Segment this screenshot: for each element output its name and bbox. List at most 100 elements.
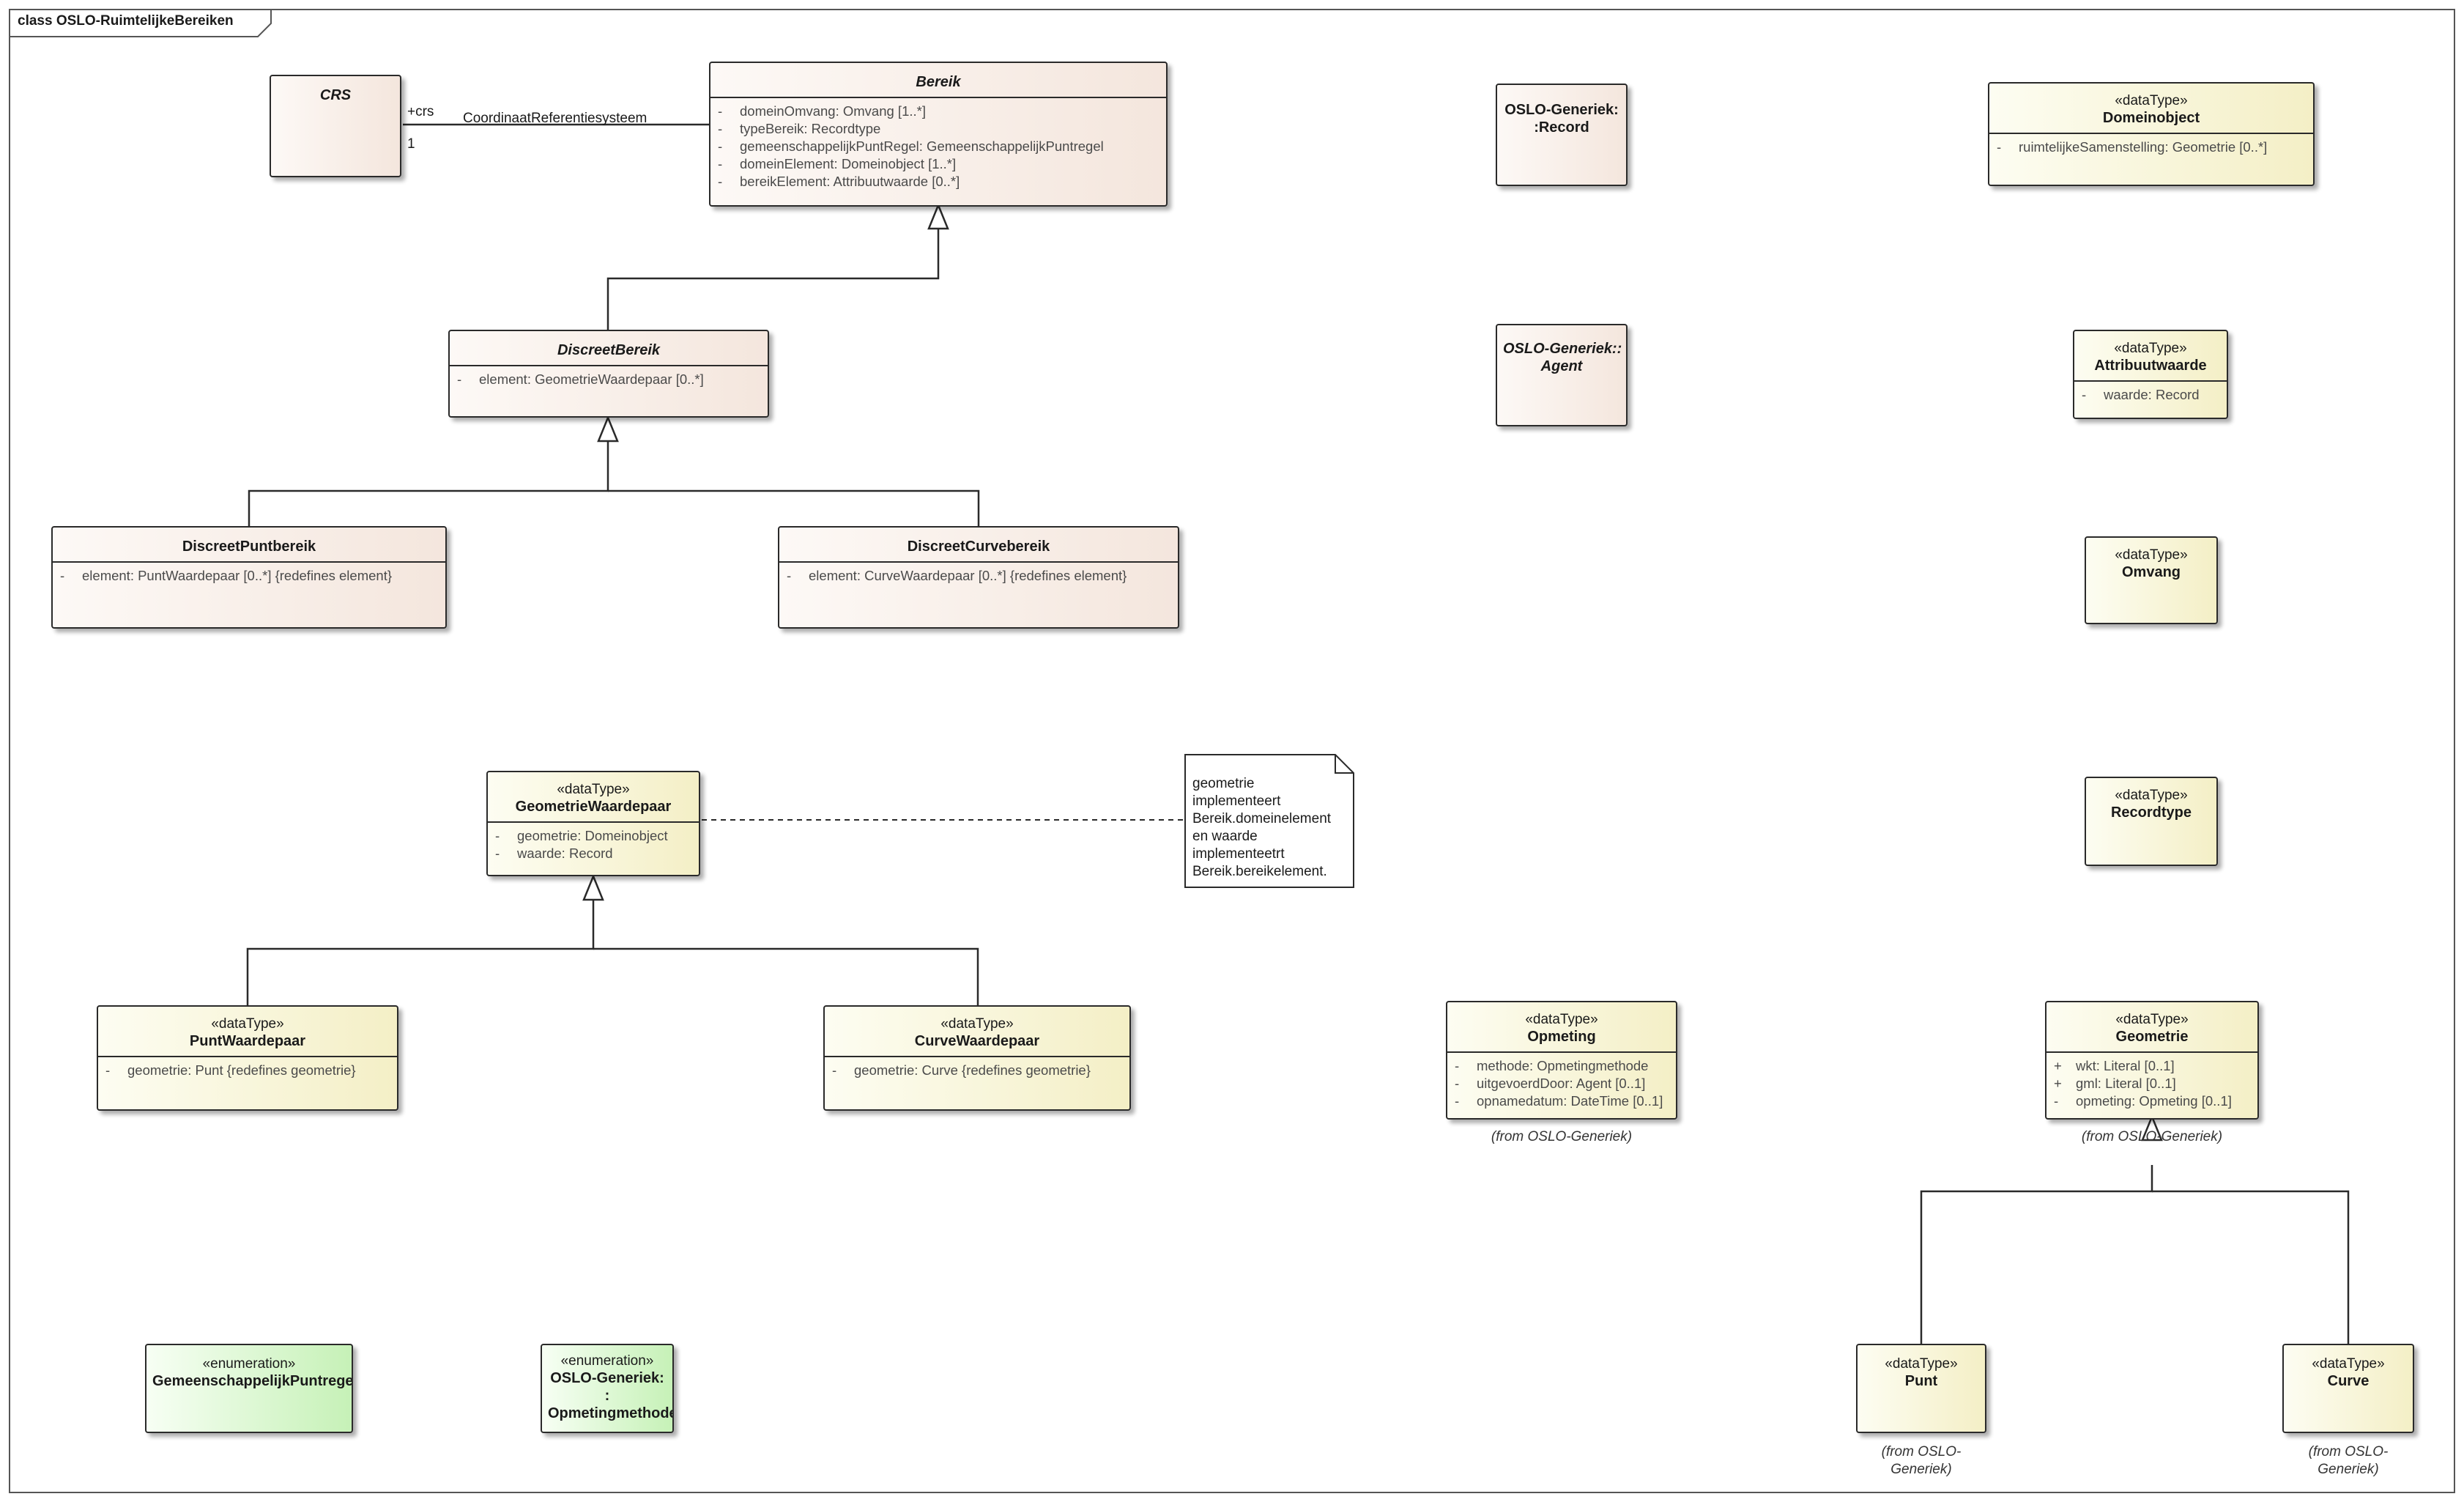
visibility-marker: -: [718, 174, 723, 189]
attribute-row: -domeinOmvang: Omvang [1..*]: [718, 103, 1159, 120]
datatype-punt-waardepaar[interactable]: «dataType» PuntWaardepaar -geometrie: Pu…: [97, 1005, 398, 1111]
stereotype-label: «dataType»: [1885, 1356, 1958, 1372]
class-name-line: :Record: [1534, 119, 1589, 136]
datatype-punt[interactable]: «dataType» Punt: [1856, 1344, 1986, 1433]
generalization-punt: [1920, 1165, 2153, 1344]
generalization-arrowhead-discreetbereik: [597, 415, 619, 443]
datatype-attribuutwaarde[interactable]: «dataType» Attribuutwaarde -waarde: Reco…: [2073, 330, 2228, 419]
attribute-row: -waarde: Record: [495, 845, 691, 862]
generalization-discreetbereik-bereik: [606, 227, 940, 330]
class-discreet-bereik[interactable]: DiscreetBereik - element: GeometrieWaarde…: [448, 330, 769, 418]
attribute-text: bereikElement: Attribuutwaarde [0..*]: [740, 174, 960, 189]
attribute-row: -element: CurveWaardepaar [0..*] {redefi…: [787, 567, 1170, 585]
attribute-text: gml: Literal [0..1]: [2076, 1076, 2176, 1091]
visibility-marker: -: [1997, 139, 2002, 155]
class-name: Curve: [2327, 1373, 2370, 1389]
class-record[interactable]: OSLO-Generiek: :Record: [1496, 84, 1628, 186]
attribute-text: domeinElement: Domeinobject [1..*]: [740, 156, 957, 171]
attribute-row: - methode: Opmetingmethode: [1455, 1057, 1669, 1075]
datatype-opmeting[interactable]: «dataType» Opmeting - methode: Opmetingme…: [1446, 1001, 1677, 1120]
visibility-marker: -: [718, 138, 723, 154]
class-name: Opmeting: [1527, 1029, 1596, 1045]
visibility-marker: +: [2054, 1058, 2062, 1073]
stereotype-label: «dataType»: [2115, 1012, 2189, 1027]
datatype-recordtype[interactable]: «dataType» Recordtype: [2085, 777, 2218, 866]
attribute-row: - ruimtelijkeSamenstelling: Geometrie [0.…: [1997, 138, 2306, 156]
class-crs[interactable]: CRS: [270, 75, 401, 177]
from-package-line: (from OSLO-: [2308, 1444, 2389, 1460]
attribute-row: -waarde: Record: [2082, 386, 2219, 404]
datatype-geometrie[interactable]: «dataType» Geometrie + wkt: Literal [0..1…: [2045, 1001, 2259, 1120]
class-name: Bereik: [916, 74, 961, 90]
class-name: Punt: [1904, 1373, 1938, 1389]
class-name-line: Opmetingmethode: [548, 1405, 674, 1421]
datatype-curve[interactable]: «dataType» Curve: [2282, 1344, 2414, 1433]
attribute-text: typeBereik: Recordtype: [740, 121, 881, 136]
diagram-title: class OSLO-RuimtelijkeBereiken: [18, 13, 234, 29]
class-name: PuntWaardepaar: [189, 1033, 306, 1049]
attribute-text: ruimtelijkeSamenstelling: Geometrie [0..…: [2019, 139, 2268, 155]
attribute-text: waarde: Record: [2104, 387, 2200, 402]
class-discreet-puntbereik[interactable]: DiscreetPuntbereik -element: PuntWaardep…: [51, 526, 447, 629]
visibility-marker: -: [105, 1062, 111, 1078]
enumeration-opmetingmethode[interactable]: «enumeration» OSLO-Generiek: : Opmetingm…: [541, 1344, 674, 1433]
from-package-label: (from OSLO-Generiek): [1491, 1129, 1633, 1144]
stereotype-label: «dataType»: [1525, 1012, 1598, 1027]
attribute-text: opmeting: Opmeting [0..1]: [2076, 1093, 2232, 1109]
class-name-line: Agent: [1540, 358, 1583, 374]
generalization-discreetcurvebereik: [608, 489, 980, 526]
generalization-curvewaardepaar: [593, 947, 979, 1005]
attribute-text: element: PuntWaardepaar [0..*] {redefine…: [82, 568, 393, 583]
attribute-row: - typeBereik: Recordtype: [718, 120, 1159, 138]
visibility-marker: -: [718, 156, 723, 171]
stereotype-label: «enumeration»: [202, 1356, 296, 1372]
attribute-text: element: GeometrieWaardepaar [0..*]: [479, 371, 704, 387]
attribute-row: - domeinElement: Domeinobject [1..*]: [718, 155, 1159, 173]
visibility-marker: -: [787, 568, 792, 583]
stereotype-label: «dataType»: [2312, 1356, 2385, 1372]
class-discreet-curvebereik[interactable]: DiscreetCurvebereik -element: CurveWaard…: [778, 526, 1179, 629]
attribute-text: methode: Opmetingmethode: [1477, 1058, 1649, 1073]
attribute-row: - gemeenschappelijkPuntRegel: Gemeenschap…: [718, 138, 1159, 155]
attribute-row: -opmeting: Opmeting [0..1]: [2054, 1092, 2250, 1110]
attribute-text: geometrie: Domeinobject: [517, 828, 668, 843]
visibility-marker: -: [1455, 1058, 1460, 1073]
visibility-marker: -: [495, 828, 500, 843]
stereotype-label: «dataType»: [2115, 547, 2188, 563]
class-name-line: OSLO-Generiek:: [550, 1370, 664, 1386]
generalization-puntwaardepaar: [246, 895, 595, 1005]
association-role-label: +crs: [407, 104, 434, 119]
datatype-domeinobject[interactable]: «dataType» Domeinobject -ruimtelijkeSame…: [1988, 82, 2315, 186]
stereotype-label: «enumeration»: [560, 1353, 654, 1369]
class-name: Recordtype: [2110, 804, 2192, 821]
visibility-marker: -: [457, 371, 462, 387]
class-name: DiscreetPuntbereik: [182, 539, 316, 555]
attribute-text: domeinOmvang: Omvang [1..*]: [740, 103, 926, 119]
stereotype-label: «dataType»: [2115, 788, 2188, 803]
class-name: DiscreetBereik: [557, 342, 661, 358]
from-package-line: (from OSLO-: [1881, 1444, 1962, 1460]
stereotype-label: «dataType»: [211, 1016, 284, 1032]
generalization-curve: [2152, 1190, 2350, 1344]
datatype-geometrie-waardepaar[interactable]: «dataType» GeometrieWaardepaar -geometri…: [486, 771, 700, 876]
visibility-marker: -: [718, 121, 723, 136]
association-name-label: CoordinaatReferentiesysteem: [463, 111, 647, 126]
attribute-text: geometrie: Punt {redefines geometrie}: [127, 1062, 356, 1078]
attribute-text: waarde: Record: [517, 846, 613, 861]
attribute-text: gemeenschappelijkPuntRegel: Gemeenschapp…: [740, 138, 1104, 154]
class-bereik[interactable]: Bereik -domeinOmvang: Omvang [1..*] -typ…: [709, 62, 1168, 207]
stereotype-label: «dataType»: [557, 782, 630, 797]
datatype-curve-waardepaar[interactable]: «dataType» CurveWaardepaar -geometrie: C…: [823, 1005, 1131, 1111]
stereotype-label: «dataType»: [2114, 341, 2187, 356]
attribute-row: +gml: Literal [0..1]: [2054, 1075, 2250, 1092]
class-name-line: :: [604, 1388, 610, 1404]
datatype-omvang[interactable]: «dataType» Omvang: [2085, 536, 2218, 624]
class-name: GemeenschappelijkPuntregel: [152, 1373, 353, 1389]
class-agent[interactable]: OSLO-Generiek:: Agent: [1496, 324, 1628, 426]
diagram-frame: [9, 9, 2455, 1493]
attribute-text: wkt: Literal [0..1]: [2076, 1058, 2175, 1073]
class-name: Attribuutwaarde: [2094, 358, 2207, 374]
class-name: Geometrie: [2115, 1029, 2189, 1045]
enumeration-gemeenschappelijk-puntregel[interactable]: «enumeration» GemeenschappelijkPuntregel: [145, 1344, 353, 1433]
